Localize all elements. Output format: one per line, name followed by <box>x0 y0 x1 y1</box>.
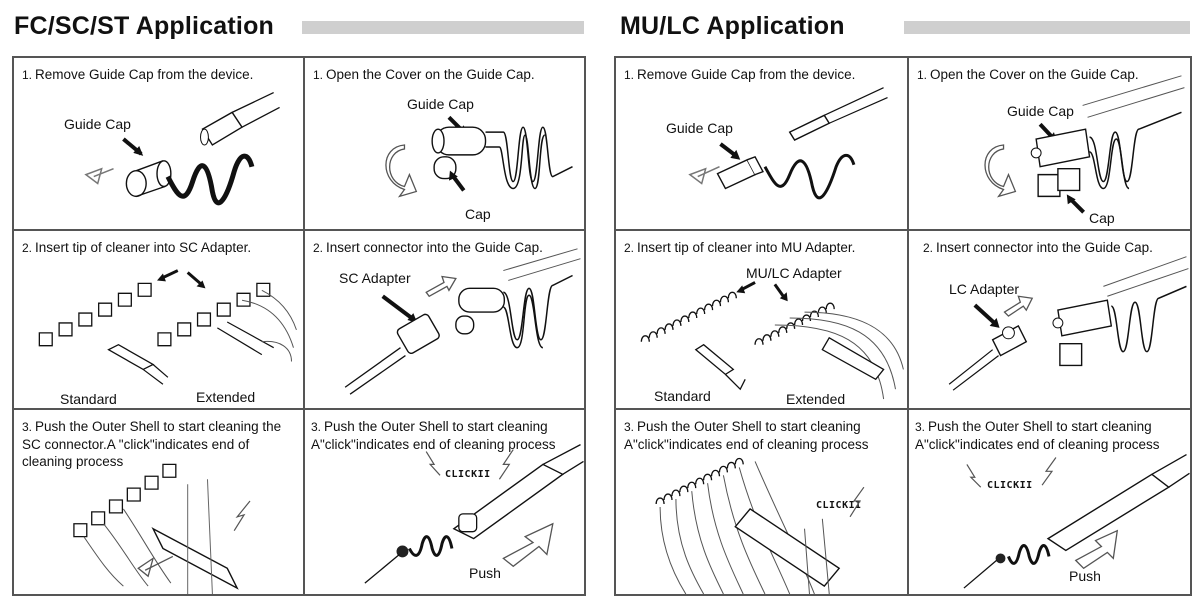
guide-cap-removal-illustration <box>14 58 303 229</box>
push-shell-sc-illustration <box>14 410 303 594</box>
step-text: 2.Insert connector into the Guide Cap. <box>313 240 543 255</box>
push-label: Push <box>469 565 501 581</box>
step-text: 2.Insert tip of cleaner into MU Adapter. <box>624 240 856 255</box>
extended-label: Extended <box>196 389 256 405</box>
step-text: 3.Push the Outer Shell to start cleaning… <box>311 419 556 452</box>
standard-label: Standard <box>654 388 711 404</box>
step-text: 3.Push the Outer Shell to start cleaning… <box>624 419 869 452</box>
section-title: FC/SC/ST Application <box>14 12 275 40</box>
step-push-shell-mu: 3.Push the Outer Shell to start cleaning… <box>616 410 909 596</box>
step-text: 1.Remove Guide Cap from the device. <box>624 67 856 82</box>
mu-lc-adapter-label: MU/LC Adapter <box>746 265 842 281</box>
fc-sc-st-section: FC/SC/ST Application 1.Remove Guide Cap … <box>12 12 586 596</box>
step-remove-guide-cap: 1.Remove Guide Cap from the device. Guid… <box>616 58 909 231</box>
step-insert-tip-mu: 2.Insert tip of cleaner into MU Adapter.… <box>616 231 909 410</box>
push-label: Push <box>1069 568 1101 584</box>
mu-lc-section: MU/LC Application 1.Remove Guide Cap fro… <box>604 0 1200 608</box>
lc-adapter-label: LC Adapter <box>949 281 1020 297</box>
insert-connector-illustration <box>305 231 584 408</box>
guide-cap-removal-illustration <box>616 58 907 229</box>
step-text: 2.Insert tip of cleaner into SC Adapter. <box>22 240 252 255</box>
sc-adapter-illustration <box>14 231 303 408</box>
sc-adapter-label: SC Adapter <box>339 270 411 286</box>
open-cover-illustration <box>305 58 584 229</box>
step-text: 3.Push the Outer Shell to start cleaning… <box>22 419 282 469</box>
step-text: 3.Push the Outer Shell to start cleaning… <box>915 419 1160 452</box>
mu-adapter-illustration <box>616 231 907 408</box>
step-push-shell: 3.Push the Outer Shell to start cleaning… <box>305 410 586 596</box>
title-bar <box>904 21 1190 34</box>
step-text: 1.Remove Guide Cap from the device. <box>22 67 254 82</box>
step-text: 1.Open the Cover on the Guide Cap. <box>917 67 1139 82</box>
step-remove-guide-cap: 1.Remove Guide Cap from the device. Guid… <box>14 58 305 231</box>
guide-cap-label: Guide Cap <box>1007 103 1074 119</box>
click-label: CLICKII <box>816 500 862 511</box>
open-cover-illustration <box>909 58 1190 229</box>
step-push-shell-sc: 3.Push the Outer Shell to start cleaning… <box>14 410 305 596</box>
section-title: MU/LC Application <box>620 12 845 40</box>
insert-connector-illustration <box>909 231 1190 408</box>
step-open-cover: 1.Open the Cover on the Guide Cap. Guide… <box>305 58 586 231</box>
click-label: CLICKII <box>445 469 491 480</box>
step-text: 2.Insert connector into the Guide Cap. <box>923 240 1153 255</box>
step-insert-tip-sc: 2.Insert tip of cleaner into SC Adapter.… <box>14 231 305 410</box>
guide-cap-label: Guide Cap <box>666 120 733 136</box>
step-push-shell: 3.Push the Outer Shell to start cleaning… <box>909 410 1192 596</box>
cap-label: Cap <box>465 206 491 222</box>
title-bar <box>302 21 584 34</box>
click-label: CLICKII <box>987 480 1033 491</box>
guide-cap-label: Guide Cap <box>407 96 474 112</box>
cap-label: Cap <box>1089 210 1115 226</box>
step-text: 1.Open the Cover on the Guide Cap. <box>313 67 535 82</box>
push-shell-illustration <box>909 410 1190 594</box>
instruction-grid: 1.Remove Guide Cap from the device. Guid… <box>614 56 1192 596</box>
standard-label: Standard <box>60 391 117 407</box>
instruction-grid: 1.Remove Guide Cap from the device. Guid… <box>12 56 586 596</box>
step-insert-connector: 2.Insert connector into the Guide Cap. L… <box>909 231 1192 410</box>
step-open-cover: 1.Open the Cover on the Guide Cap. Guide… <box>909 58 1192 231</box>
step-insert-connector: 2.Insert connector into the Guide Cap. S… <box>305 231 586 410</box>
push-shell-mu-illustration <box>616 410 907 594</box>
push-shell-illustration <box>305 410 584 594</box>
extended-label: Extended <box>786 391 846 407</box>
guide-cap-label: Guide Cap <box>64 116 131 132</box>
